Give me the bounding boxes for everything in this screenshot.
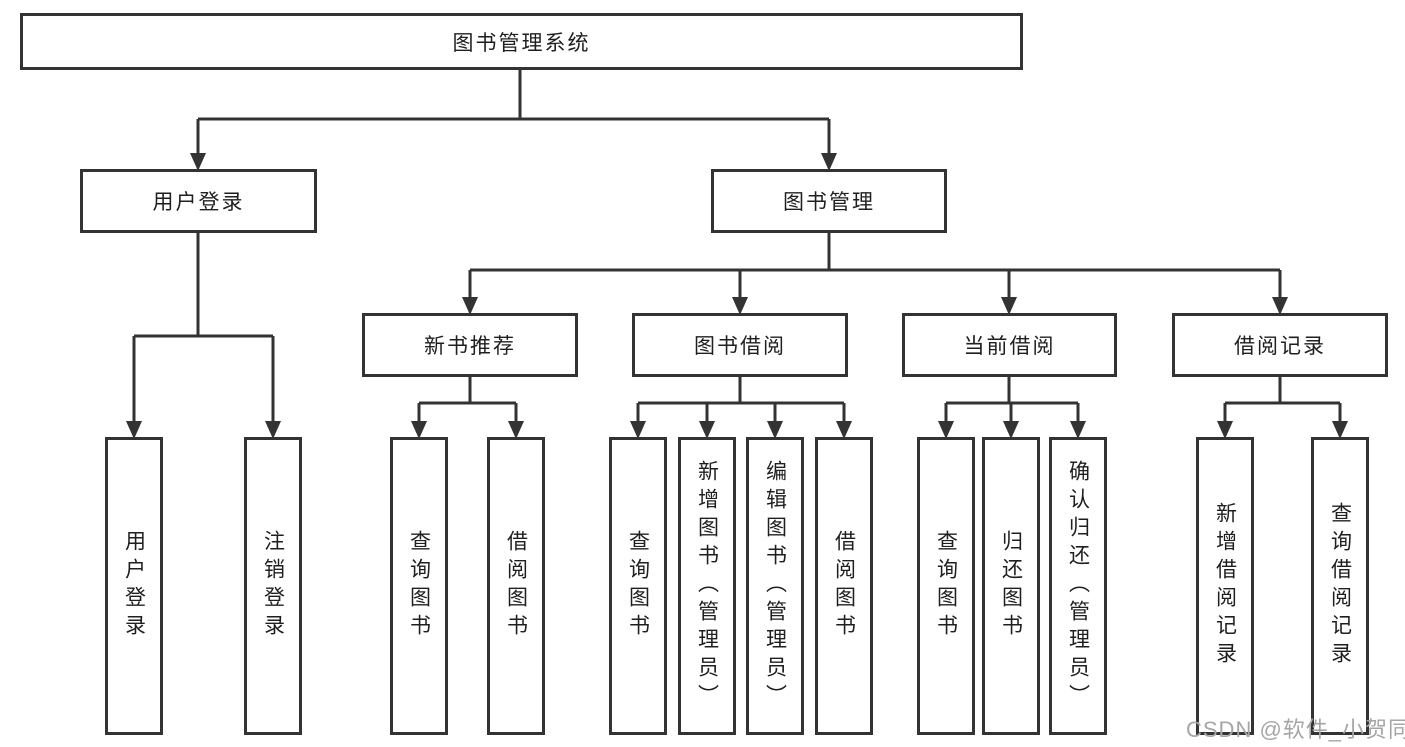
leaf-cb-query-book: 查询图书: [917, 437, 975, 735]
arrowhead: [1001, 297, 1017, 315]
watermark-text: CSDN @软件_小贺同学: [1186, 717, 1405, 742]
arrowhead: [938, 421, 954, 439]
leaf-br-query-record: 查询借阅记录: [1311, 437, 1369, 735]
leaf-nb-query-book-label: 查询图书: [407, 530, 431, 642]
arrowhead: [767, 421, 783, 439]
arrowhead: [1003, 421, 1019, 439]
connector-paths: [132, 68, 1342, 423]
leaf-bb-add-book: 新增图书（管理员）: [678, 437, 736, 735]
leaf-nb-borrow-book-label: 借阅图书: [504, 530, 528, 642]
leaf-logout-label: 注销登录: [261, 530, 285, 642]
arrowhead: [1070, 421, 1086, 439]
node-user-login: 用户登录: [80, 169, 317, 233]
arrowhead: [1272, 297, 1288, 315]
leaf-user-login: 用户登录: [105, 437, 163, 735]
arrowhead: [1217, 421, 1233, 439]
leaf-br-add-record: 新增借阅记录: [1196, 437, 1254, 735]
connector-borrow-record-children: [1223, 377, 1342, 423]
leaf-cb-confirm-return-label: 确认归还（管理员）: [1066, 460, 1090, 712]
connector-current-borrow-children: [944, 377, 1080, 423]
leaf-br-add-record-label: 新增借阅记录: [1213, 502, 1237, 670]
node-book-management: 图书管理: [711, 169, 947, 233]
arrowhead: [462, 297, 478, 315]
leaf-bb-edit-book: 编辑图书（管理员）: [746, 437, 804, 735]
arrowhead: [126, 421, 142, 439]
connector-book-management-children: [468, 233, 1282, 299]
node-borrow-record: 借阅记录: [1172, 313, 1388, 377]
arrowhead: [265, 421, 281, 439]
node-book-borrow: 图书借阅: [632, 313, 848, 377]
connector-book-borrow-children: [636, 377, 846, 423]
leaf-br-query-record-label: 查询借阅记录: [1328, 502, 1352, 670]
leaf-logout: 注销登录: [244, 437, 302, 735]
arrowhead: [836, 421, 852, 439]
leaf-nb-borrow-book: 借阅图书: [487, 437, 545, 735]
leaf-bb-query-book-label: 查询图书: [626, 530, 650, 642]
leaf-cb-return-book-label: 归还图书: [999, 530, 1023, 642]
leaf-cb-confirm-return: 确认归还（管理员）: [1049, 437, 1107, 735]
node-root: 图书管理系统: [20, 13, 1023, 70]
leaf-bb-borrow-book: 借阅图书: [815, 437, 873, 735]
arrowhead: [411, 421, 427, 439]
arrowheads: [126, 153, 1348, 439]
connector-user-login-children: [132, 233, 275, 423]
arrowhead: [732, 297, 748, 315]
leaf-bb-borrow-book-label: 借阅图书: [832, 530, 856, 642]
leaf-cb-query-book-label: 查询图书: [934, 530, 958, 642]
leaf-cb-return-book: 归还图书: [982, 437, 1040, 735]
connector-root-to-level2: [196, 68, 831, 155]
node-current-borrow: 当前借阅: [902, 313, 1117, 377]
node-new-book-recommend: 新书推荐: [362, 313, 578, 377]
leaf-nb-query-book: 查询图书: [390, 437, 448, 735]
connector-new-book-recommend-children: [417, 377, 518, 423]
arrowhead: [630, 421, 646, 439]
arrowhead: [190, 153, 206, 171]
arrowhead: [821, 153, 837, 171]
arrowhead: [1332, 421, 1348, 439]
leaf-user-login-label: 用户登录: [122, 530, 146, 642]
leaf-bb-query-book: 查询图书: [609, 437, 667, 735]
leaf-bb-edit-book-label: 编辑图书（管理员）: [763, 460, 787, 712]
arrowhead: [508, 421, 524, 439]
leaf-bb-add-book-label: 新增图书（管理员）: [695, 460, 719, 712]
arrowhead: [699, 421, 715, 439]
